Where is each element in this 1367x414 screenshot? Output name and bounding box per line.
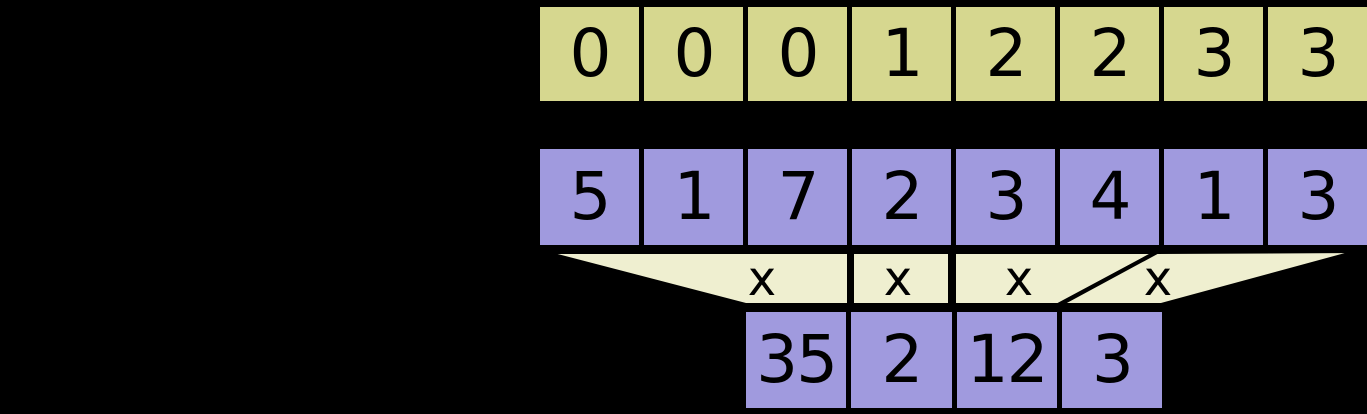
segment-id-cell: 3 xyxy=(1164,7,1263,101)
segment-id-cell: 2 xyxy=(1060,7,1159,101)
multiply-operator-icon: x xyxy=(883,251,913,307)
multiply-operator-icon: x xyxy=(1004,251,1034,307)
result-cell: 3 xyxy=(1061,312,1162,408)
funnel-segment-2 xyxy=(952,250,1158,307)
value-cell: 4 xyxy=(1060,149,1159,245)
funnel-segment-3 xyxy=(1058,249,1361,307)
value-cell: 3 xyxy=(956,149,1055,245)
multiply-operator-icon: x xyxy=(747,251,777,307)
funnel-segment-1 xyxy=(850,250,952,307)
segment-id-cell: 3 xyxy=(1268,7,1367,101)
value-cell: 3 xyxy=(1268,149,1367,245)
result-values-row: 35 2 12 3 xyxy=(741,307,1167,413)
value-cell: 1 xyxy=(644,149,743,245)
result-cell: 2 xyxy=(851,312,952,408)
input-values-row: 5 1 7 2 3 4 1 3 xyxy=(535,144,1367,250)
segment-id-cell: 0 xyxy=(644,7,743,101)
result-cell: 12 xyxy=(956,312,1057,408)
value-cell: 5 xyxy=(540,149,639,245)
multiply-operator-icon: x xyxy=(1143,251,1173,307)
segment-id-cell: 1 xyxy=(852,7,951,101)
result-cell: 35 xyxy=(746,312,847,408)
segment-id-cell: 0 xyxy=(748,7,847,101)
segment-id-cell: 0 xyxy=(540,7,639,101)
value-cell: 1 xyxy=(1164,149,1263,245)
value-cell: 2 xyxy=(852,149,951,245)
segment-ids-row: 0 0 0 1 2 2 3 3 xyxy=(535,2,1367,106)
value-cell: 7 xyxy=(748,149,847,245)
funnel-segment-0 xyxy=(541,250,851,307)
segment-id-cell: 2 xyxy=(956,7,1055,101)
